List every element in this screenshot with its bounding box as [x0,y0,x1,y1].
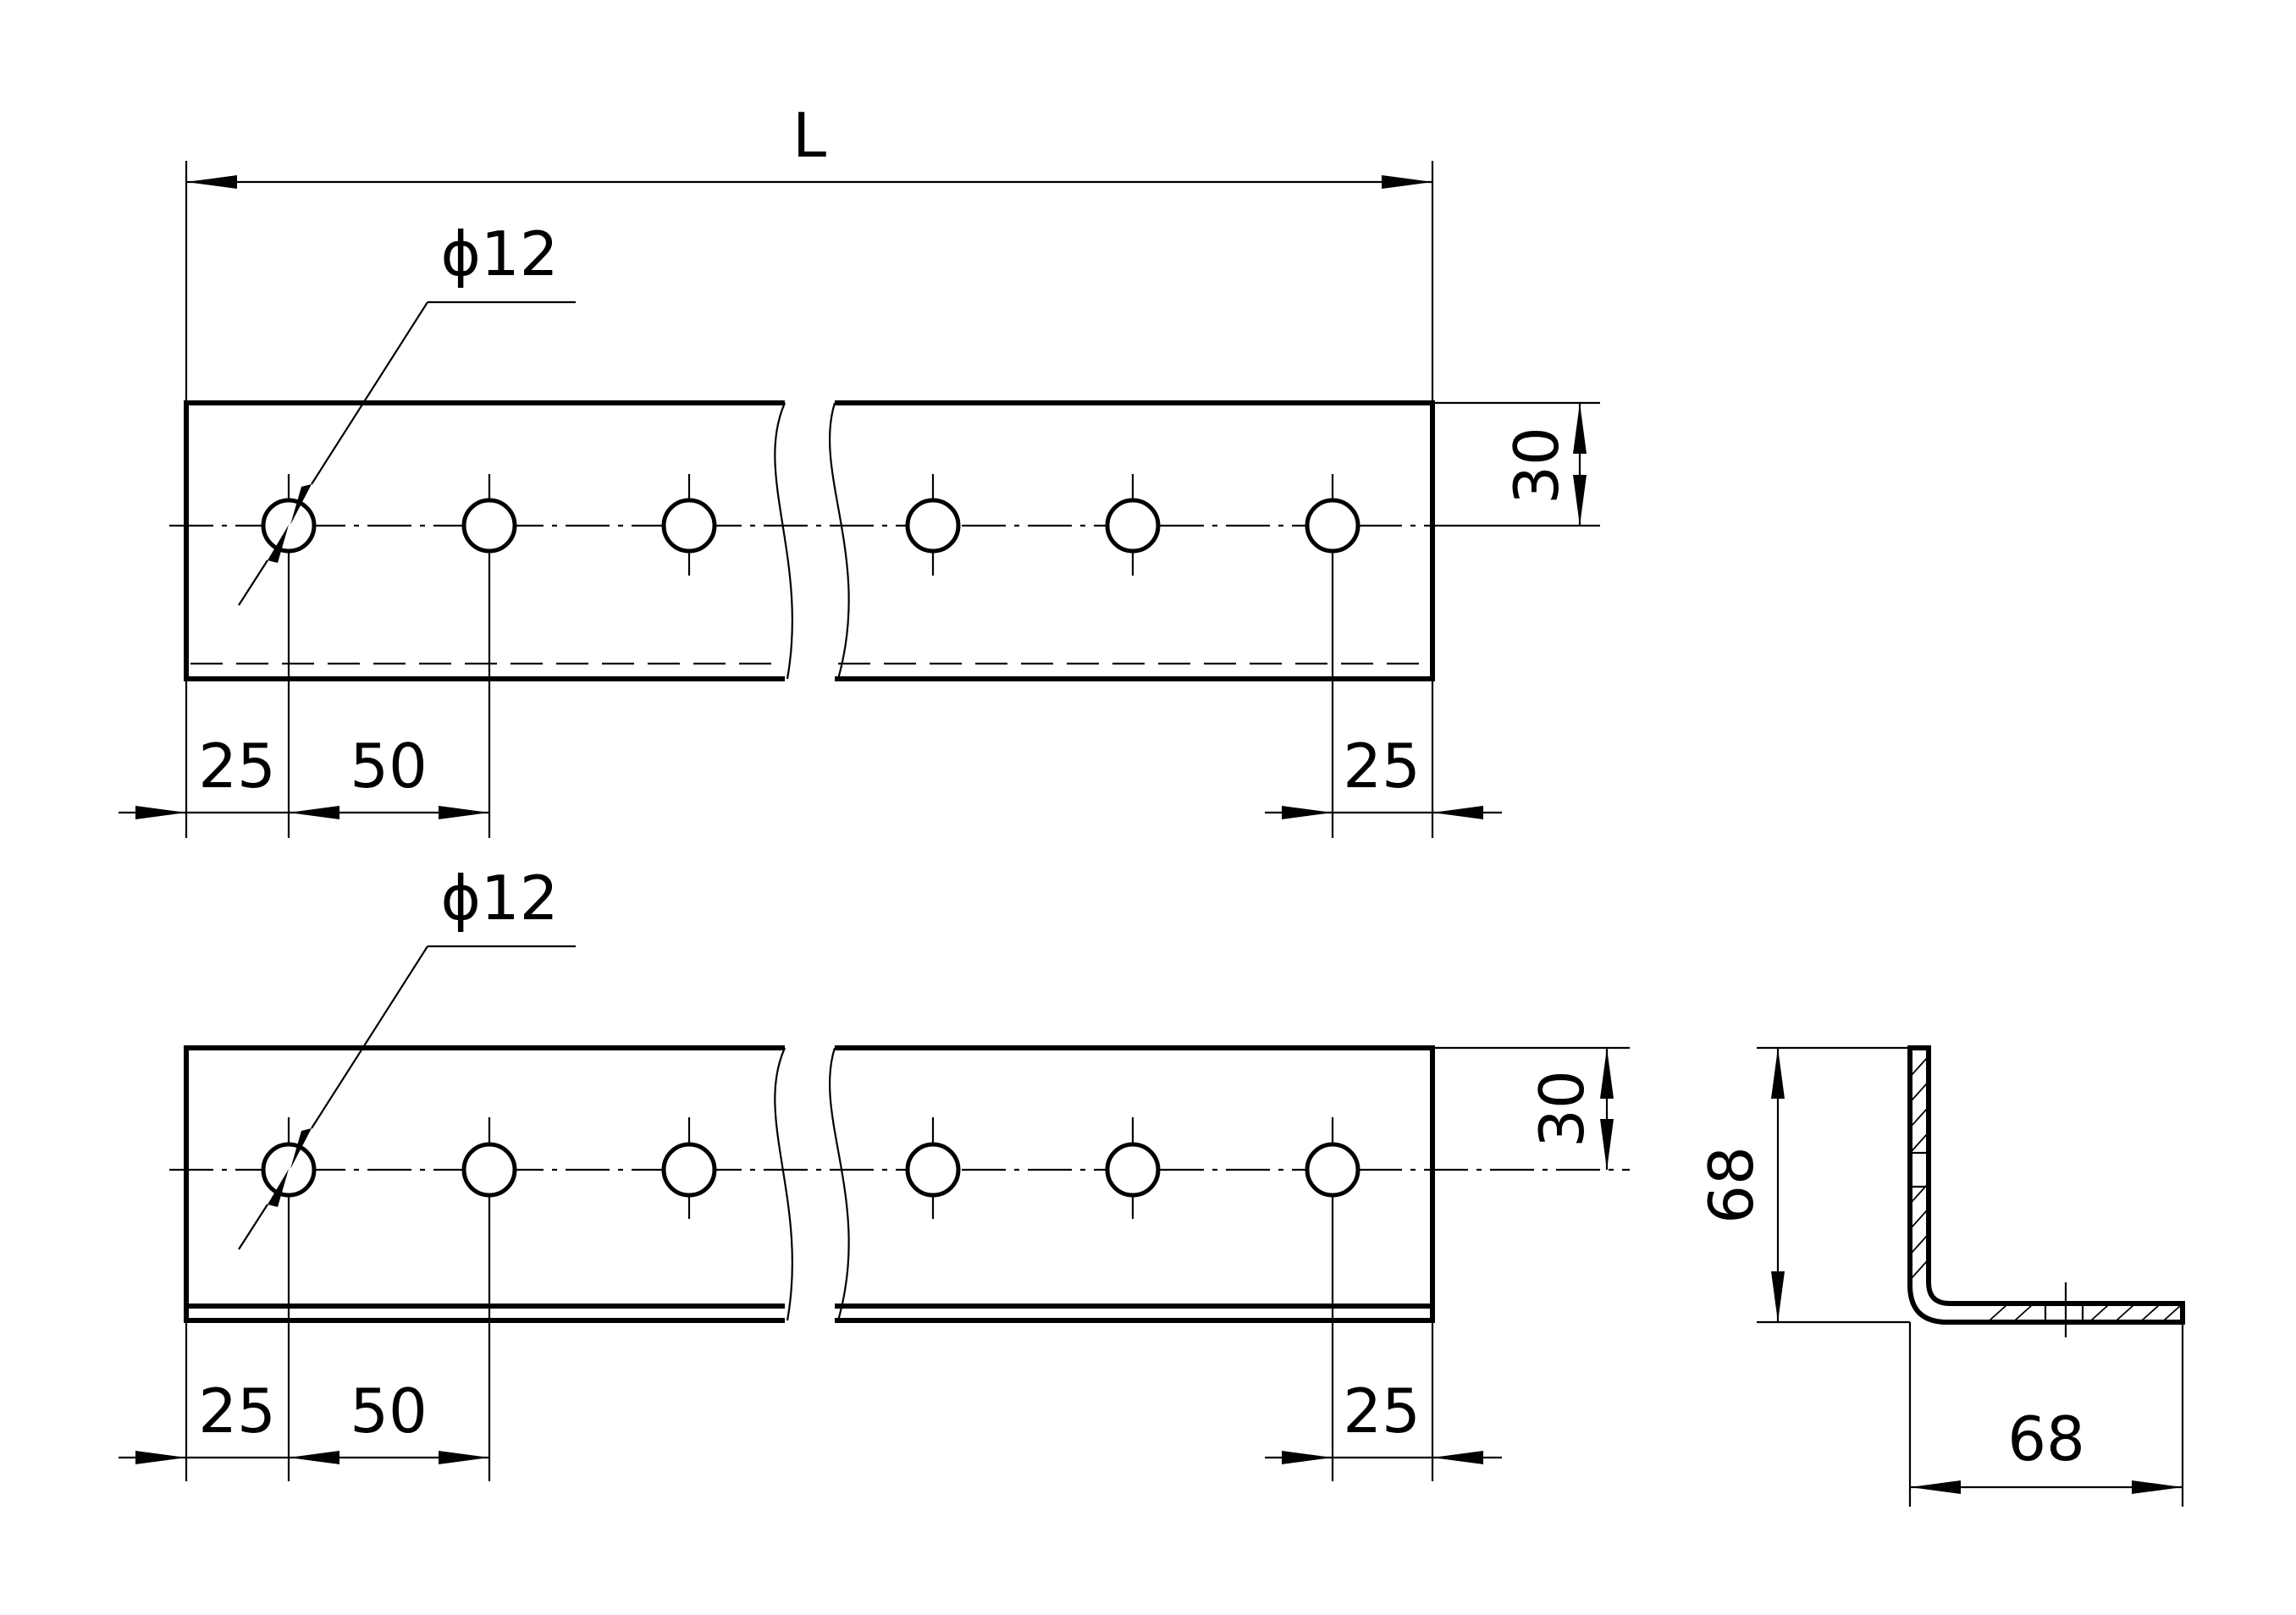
bottom-holes [261,1117,1360,1481]
top-hole-2 [461,498,517,554]
top-length-label: L [792,100,826,171]
section-hatching [1911,1057,2182,1321]
top-height-dimension: 30 [1432,401,1600,527]
bottom-left-edge-label: 25 [198,1375,276,1447]
angle-profile [1907,1045,2185,1325]
bottom-hole-5 [1105,1142,1161,1198]
bottom-view: ϕ12 30 25 50 25 [119,863,1630,1481]
top-plate-outline-right [835,400,1435,681]
bottom-hole-1 [261,1142,317,1198]
top-diameter-label: ϕ12 [440,218,558,289]
top-hole-4 [905,498,961,554]
section-width-dimension: 68 [1908,1322,2184,1507]
top-hole-6 [1305,498,1360,554]
section-height-dimension: 68 [1696,1046,1910,1324]
bottom-hole-4 [905,1142,961,1198]
bottom-plate-outline-left [184,1045,785,1323]
bottom-hole-6 [1305,1142,1360,1198]
top-hole-5 [1105,498,1161,554]
bottom-plate-outline-right [835,1045,1435,1323]
bottom-bottom-dimensions: 25 50 25 [119,1320,1502,1481]
top-hole-1 [261,498,317,554]
top-pitch-label: 50 [350,730,428,802]
bottom-diameter-leader: ϕ12 [238,863,576,1250]
top-plate-outline-left [184,400,785,681]
top-hole-3 [661,498,717,554]
bottom-hole-3 [661,1142,717,1198]
bottom-right-edge-label: 25 [1343,1375,1421,1447]
top-length-dimension: L [185,100,1434,403]
bottom-break-line-right [828,1047,850,1321]
top-break-line-left [774,402,793,680]
top-diameter-leader: ϕ12 [238,218,576,606]
section-width-label: 68 [2007,1403,2085,1474]
bottom-hole-2 [461,1142,517,1198]
bottom-break-line-left [774,1047,793,1321]
top-holes [261,474,1360,838]
top-view: L ϕ12 30 [119,100,1600,838]
top-left-edge-label: 25 [198,730,276,802]
bottom-height-dimension: 30 [1432,1046,1630,1170]
bottom-height-label: 30 [1526,1070,1598,1148]
top-right-edge-label: 25 [1343,730,1421,802]
bottom-diameter-label: ϕ12 [440,863,558,934]
top-height-label: 30 [1501,427,1572,504]
bottom-pitch-label: 50 [350,1375,428,1447]
section-height-label: 68 [1696,1146,1767,1224]
top-bottom-dimensions: 25 50 25 [119,679,1502,838]
section-view: 68 68 [1696,1045,2185,1507]
top-break-line-right [828,402,850,680]
